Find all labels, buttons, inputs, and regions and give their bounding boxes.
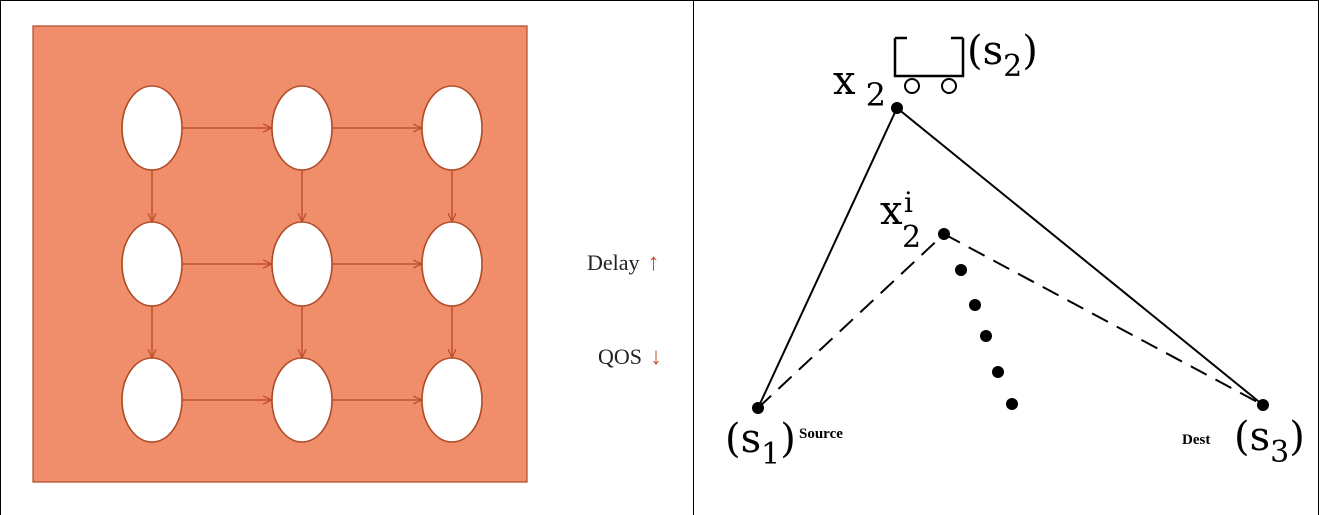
qos-label: QOS [598, 344, 643, 369]
ellipsis-dot [969, 299, 981, 311]
x2i-letter: x [880, 188, 903, 234]
grid-network-panel: Delay ↑ QOS ↓ [32, 25, 662, 483]
grid-node [421, 85, 483, 171]
ellipsis-dot [955, 264, 967, 276]
s1-letter: s [740, 416, 762, 462]
s2-letter: s [982, 28, 1004, 74]
x2i-superscript: i [904, 186, 913, 219]
border-top [0, 0, 1319, 1]
path-diagram [752, 36, 1269, 414]
ellipsis-dot [1006, 398, 1018, 410]
delay-indicator: Delay ↑ [587, 250, 660, 277]
grid-node [121, 357, 183, 443]
source-label: Source [799, 426, 843, 442]
grid-node [121, 85, 183, 171]
grid-network-diagram [32, 25, 528, 483]
s1-subscript: 1 [761, 437, 781, 472]
node-s3 [1257, 399, 1269, 411]
dashed-line-s1-x2i [757, 233, 945, 409]
dest-label: Dest [1182, 432, 1211, 448]
delay-label: Delay [587, 250, 640, 275]
panel-divider [693, 0, 694, 515]
s3-label: (s3) [1234, 414, 1305, 470]
x2i-label: x i 2 [880, 186, 921, 255]
grid-node [421, 357, 483, 443]
s1-label: (s1) [725, 416, 796, 472]
node-x2 [891, 102, 903, 114]
qos-indicator: QOS ↓ [598, 344, 662, 371]
node-x2i [938, 228, 950, 240]
grid-edges [152, 128, 452, 400]
s2-label: (s2) [967, 28, 1038, 84]
grid-node [271, 221, 333, 307]
s3-letter: s [1249, 414, 1271, 460]
grid-node [271, 85, 333, 171]
x2-letter: x [833, 58, 856, 104]
s3-subscript: 3 [1270, 435, 1290, 470]
node-s1 [752, 402, 764, 414]
grid-node [271, 357, 333, 443]
grid-node [421, 221, 483, 307]
x2i-subscript: 2 [902, 220, 922, 255]
qos-down-arrow-icon: ↓ [650, 344, 663, 370]
dashed-line-x2i-s3 [943, 233, 1264, 406]
solid-line-s1-x2 [757, 107, 898, 409]
x2-subscript: 2 [865, 76, 886, 114]
vehicle-icon [893, 36, 965, 94]
border-left [0, 0, 1, 515]
ellipsis-dot [980, 330, 992, 342]
solid-line-x2-s3 [896, 107, 1264, 406]
grid-nodes [121, 85, 483, 443]
delay-up-arrow-icon: ↑ [647, 250, 660, 276]
s2-subscript: 2 [1003, 49, 1023, 84]
grid-node [121, 221, 183, 307]
ellipsis-dot [992, 366, 1004, 378]
